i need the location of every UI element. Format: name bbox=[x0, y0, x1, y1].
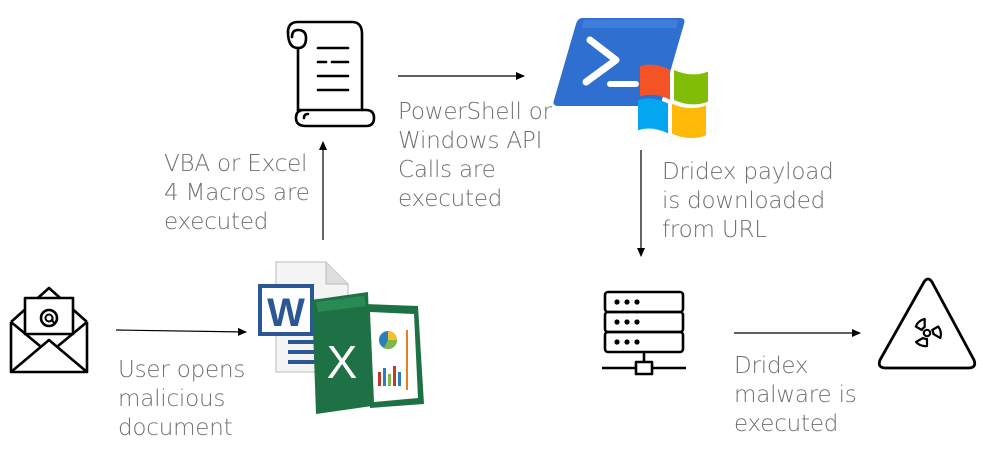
powershell-windows-icon bbox=[553, 18, 708, 139]
server-icon bbox=[602, 290, 686, 376]
arrow-email-to-docs bbox=[115, 327, 247, 336]
label-malware-executed: Dridex malware is executed bbox=[734, 353, 857, 437]
label-macros-executed: VBA or Excel 4 Macros are executed bbox=[164, 151, 310, 235]
excel-letter: X bbox=[327, 336, 358, 388]
envelope-at-icon bbox=[9, 286, 89, 374]
word-excel-icon: W X bbox=[258, 261, 424, 414]
label-user-opens: User opens malicious document bbox=[118, 357, 246, 441]
label-payload-downloaded: Dridex payload is downloaded from URL bbox=[662, 159, 834, 243]
word-letter: W bbox=[267, 291, 305, 335]
label-powershell-calls: PowerShell or Windows API Calls are exec… bbox=[398, 99, 552, 212]
radiation-warning-icon bbox=[877, 277, 977, 370]
scroll-icon bbox=[286, 20, 376, 128]
